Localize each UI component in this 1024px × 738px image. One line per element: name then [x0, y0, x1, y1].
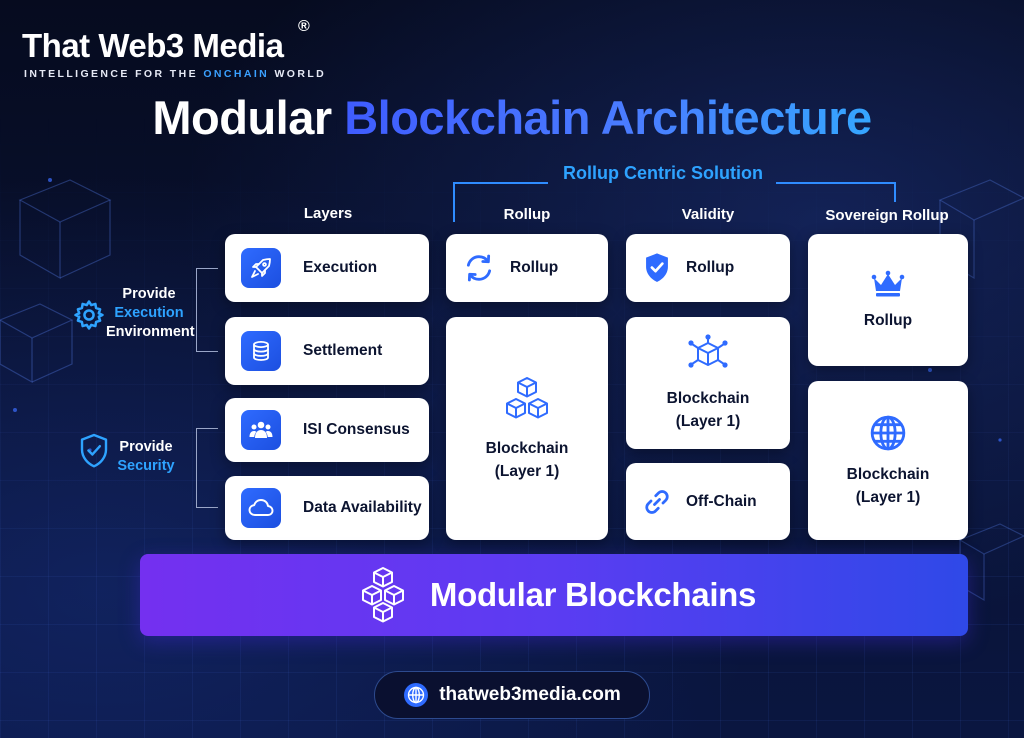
- sovereign-blockchain-line1: Blockchain: [846, 465, 930, 483]
- cubes-icon: [506, 376, 548, 418]
- column-header-sovereign: Sovereign Rollup: [825, 207, 949, 224]
- sovereign-blockchain-card: Blockchain (Layer 1): [808, 381, 968, 540]
- side-label-security: Provide Security: [110, 438, 182, 476]
- layer-card-settlement: Settlement: [225, 317, 429, 385]
- database-icon: [241, 331, 281, 371]
- bracket-tick-right: [894, 182, 896, 202]
- side-label-execution-line1: Provide: [122, 286, 176, 302]
- globe-icon: [870, 415, 906, 450]
- globe-icon: [404, 683, 429, 707]
- validity-blockchain-line2: (Layer 1): [675, 413, 741, 430]
- bracket-line-left: [453, 182, 548, 184]
- tagline-start: INTELLIGENCE FOR THE: [24, 68, 204, 80]
- sovereign-rollup-label: Rollup: [863, 311, 913, 329]
- website-link[interactable]: thatweb3media.com: [439, 684, 621, 705]
- column-header-layers: Layers: [303, 205, 353, 222]
- users-icon: [241, 410, 281, 450]
- column-header-rollup: Rollup: [503, 206, 551, 223]
- layer-label-data-availability: Data Availability: [303, 499, 422, 516]
- bracket-line-right: [776, 182, 896, 184]
- layer-label-execution: Execution: [303, 259, 378, 276]
- validity-rollup-label: Rollup: [686, 259, 735, 276]
- rollup-blockchain-card: Blockchain (Layer 1): [446, 317, 608, 540]
- layer-label-settlement: Settlement: [303, 342, 383, 359]
- rollup-blockchain-line2: (Layer 1): [494, 462, 560, 480]
- shield-icon: [80, 433, 108, 468]
- side-label-execution-line2: Execution: [114, 305, 184, 321]
- layer-card-consensus: ISI Consensus: [225, 398, 429, 462]
- side-label-execution-line3: Environment: [106, 324, 195, 340]
- rollup-blockchain-line1: Blockchain: [485, 439, 569, 457]
- column-header-validity: Validity: [681, 206, 735, 223]
- tagline-end: WORLD: [269, 68, 327, 80]
- bracket-execution: [196, 268, 218, 352]
- crown-icon: [871, 270, 905, 296]
- validity-offchain-label: Off-Chain: [686, 492, 757, 510]
- banner-label: Modular Blockchains: [429, 576, 757, 613]
- validity-blockchain-card: Blockchain (Layer 1): [626, 317, 790, 449]
- sync-icon: [466, 254, 492, 282]
- bracket-tick-left: [453, 182, 455, 222]
- modular-blockchains-banner: Modular Blockchains: [140, 554, 968, 636]
- sovereign-rollup-card: Rollup: [808, 234, 968, 366]
- bracket-label: Rollup Centric Solution: [563, 163, 763, 183]
- shield-check-icon: [646, 253, 668, 282]
- validity-blockchain-line1: Blockchain: [666, 390, 750, 407]
- validity-offchain-card: Off-Chain: [626, 463, 790, 540]
- cloud-icon: [241, 488, 281, 528]
- layer-card-execution: Execution: [225, 234, 429, 302]
- validity-rollup-card: Rollup: [626, 234, 790, 302]
- title-part2: Blockchain Architecture: [344, 91, 872, 144]
- side-label-execution: Provide Execution Environment: [106, 285, 195, 342]
- background-cubes-left: [0, 178, 112, 452]
- tagline-highlight: ONCHAIN: [203, 68, 270, 80]
- page-title: Modular Blockchain Architecture: [0, 88, 1024, 148]
- brand-name: That Web3 Media: [22, 27, 284, 64]
- cube-network-icon: [688, 334, 728, 368]
- side-label-security-line2: Security: [117, 458, 175, 474]
- website-pill[interactable]: thatweb3media.com: [374, 671, 650, 719]
- registered-mark: ®: [298, 18, 310, 35]
- link-icon: [645, 489, 669, 514]
- gear-icon: [74, 300, 104, 330]
- rollup-card-label: Rollup: [510, 259, 559, 276]
- sovereign-blockchain-line2: (Layer 1): [855, 488, 921, 506]
- bracket-security: [196, 428, 218, 508]
- rollup-card: Rollup: [446, 234, 608, 302]
- layer-card-data-availability: Data Availability: [225, 476, 429, 540]
- brand-tagline: INTELLIGENCE FOR THE ONCHAIN WORLD: [24, 68, 326, 80]
- modular-cubes-icon: [361, 567, 404, 623]
- layer-label-consensus: ISI Consensus: [303, 421, 410, 438]
- title-part1: Modular: [152, 91, 345, 144]
- side-label-security-line1: Provide: [119, 439, 173, 455]
- rocket-icon: [241, 248, 281, 288]
